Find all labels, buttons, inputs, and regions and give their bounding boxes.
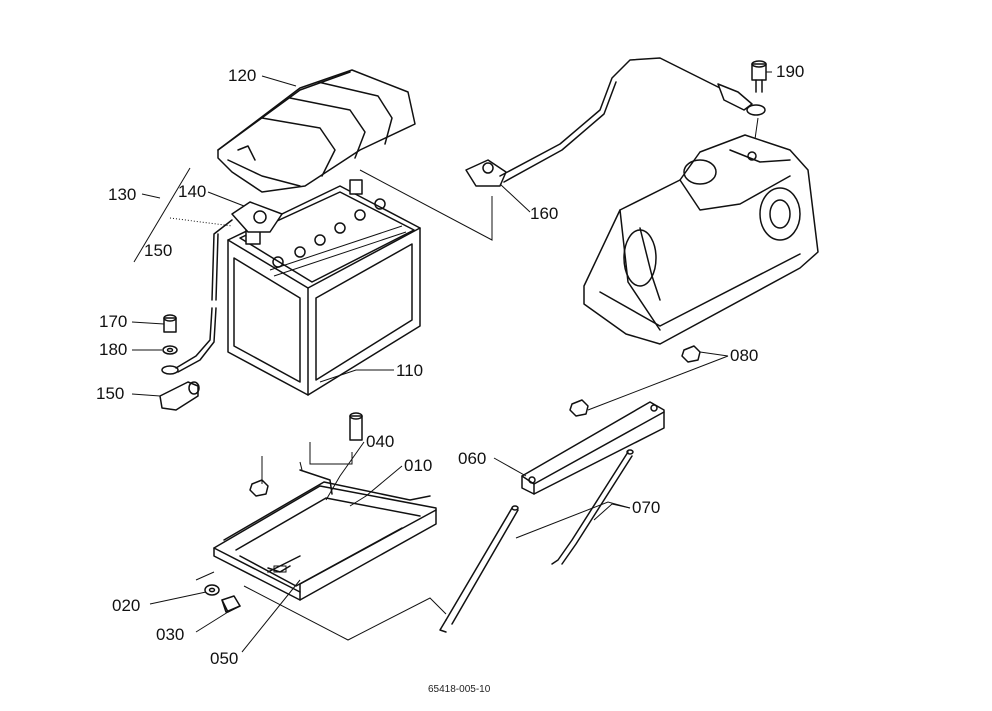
nuts-080-drawing bbox=[569, 345, 701, 417]
callout-150-lower: 150 bbox=[96, 384, 125, 403]
callout-180: 180 bbox=[99, 340, 128, 359]
callout-040: 040 bbox=[366, 432, 395, 451]
leader-lines bbox=[131, 71, 772, 653]
positive-cable-drawing bbox=[465, 57, 766, 187]
negative-cable-drawing bbox=[161, 201, 283, 375]
callout-020: 020 bbox=[112, 596, 141, 615]
callout-170: 170 bbox=[99, 312, 128, 331]
callout-190: 190 bbox=[776, 62, 805, 81]
callout-050: 050 bbox=[210, 649, 239, 668]
callout-080: 080 bbox=[730, 346, 759, 365]
washer-bolt-drawing bbox=[204, 584, 241, 613]
callout-160: 160 bbox=[530, 204, 559, 223]
diagram-caption: 65418-005-10 bbox=[428, 684, 491, 695]
callout-030: 030 bbox=[156, 625, 185, 644]
callout-110: 110 bbox=[396, 361, 424, 380]
callout-070: 070 bbox=[632, 498, 661, 517]
small-hardware-drawing bbox=[159, 314, 200, 411]
transmission-housing-drawing bbox=[583, 134, 819, 345]
callout-130: 130 bbox=[108, 185, 137, 204]
battery-tray-drawing bbox=[213, 469, 437, 601]
hold-down-rods-drawing bbox=[439, 449, 634, 633]
bolt-190-drawing bbox=[751, 60, 767, 161]
callout-150-upper: 150 bbox=[144, 241, 173, 260]
callout-010: 010 bbox=[404, 456, 433, 475]
tray-hardware-drawing bbox=[249, 412, 363, 497]
callout-060: 060 bbox=[458, 449, 487, 468]
hold-down-bar-drawing bbox=[521, 401, 665, 495]
callout-120: 120 bbox=[228, 66, 257, 85]
callout-140: 140 bbox=[178, 182, 207, 201]
battery-cover-drawing bbox=[217, 69, 416, 193]
battery-drawing bbox=[227, 179, 421, 396]
